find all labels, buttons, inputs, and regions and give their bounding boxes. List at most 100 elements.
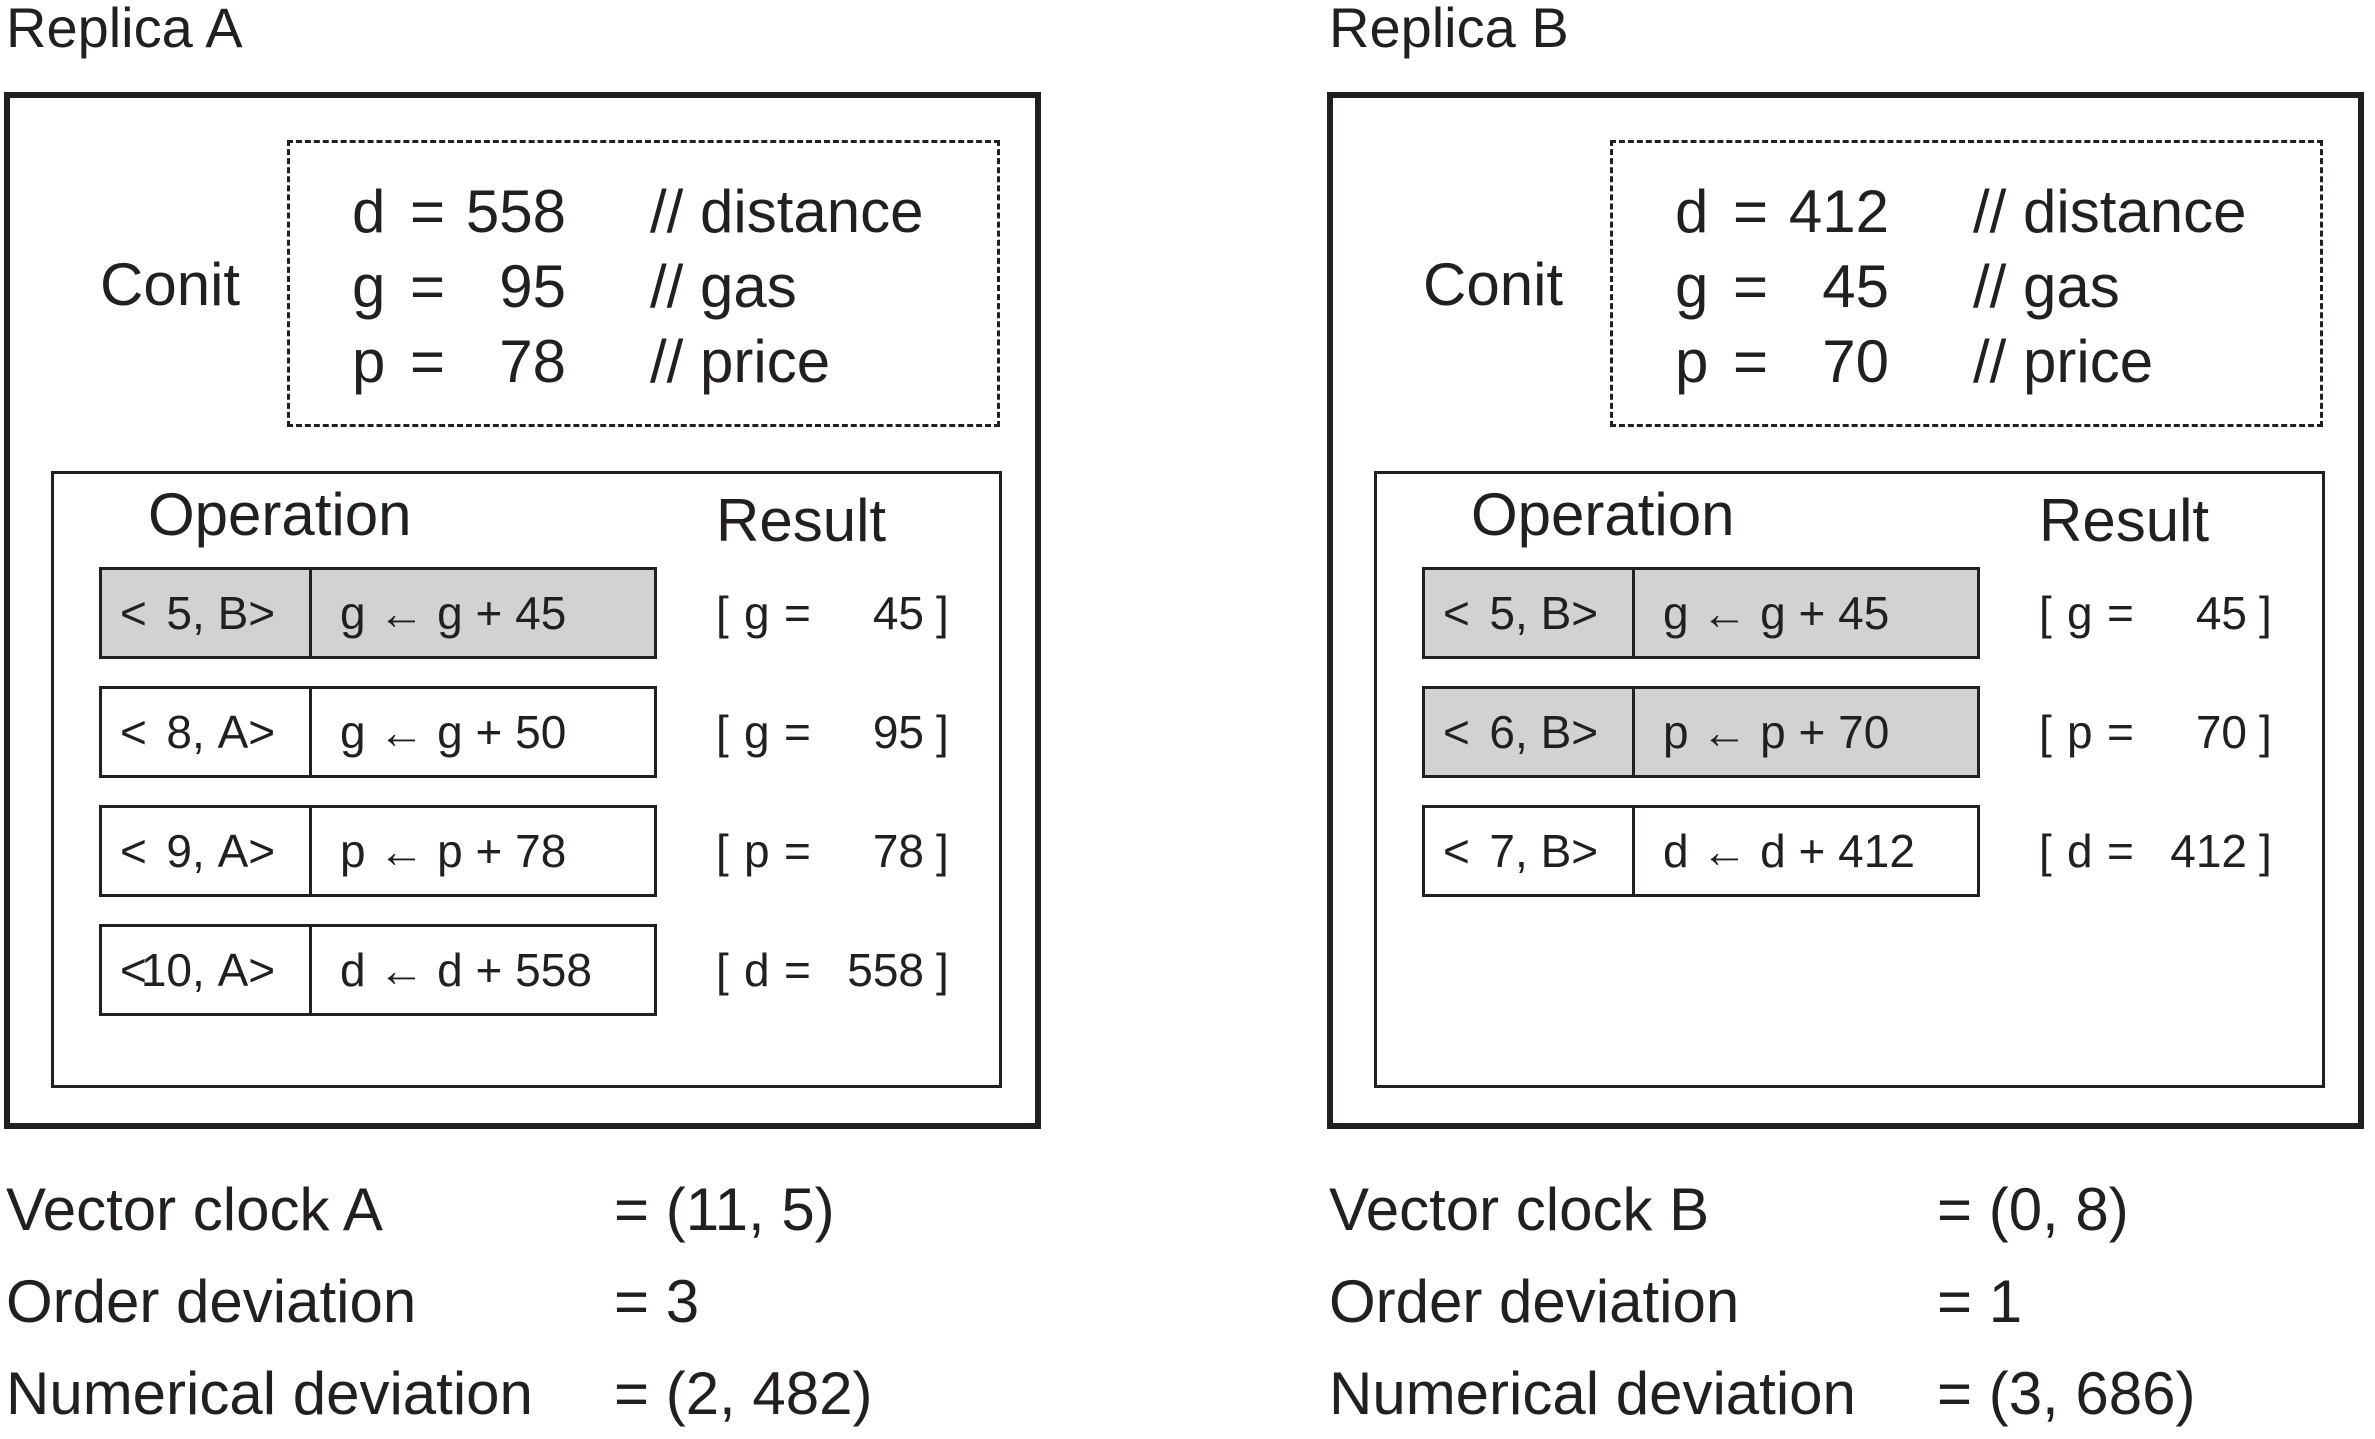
replica-b-conit-box: d = 412 // distance g = 45 // gas p = 70… xyxy=(1610,140,2323,427)
operation-expression: p ← p + 78 xyxy=(309,805,657,897)
conit-var-value: 558 xyxy=(465,178,566,245)
result-value: 78 xyxy=(872,825,924,877)
replica-b-title: Replica B xyxy=(1329,0,1569,59)
stat-label: Vector clock A xyxy=(6,1176,383,1243)
result-value: 70 xyxy=(2195,706,2247,758)
replica-a-panel: Replica A Conit d = 558 // distance g = … xyxy=(0,0,1060,1433)
timestamp-number: 7 xyxy=(1489,825,1515,877)
operation-timestamp: < 9 , A> xyxy=(99,805,312,897)
operation-row: < 7 , B> d ← d + 412 xyxy=(1422,805,1980,897)
conit-var-value: 45 xyxy=(1822,253,1889,320)
result-value: 412 xyxy=(2170,825,2247,877)
operation-result: [ p = 78 ] xyxy=(716,805,956,897)
timestamp-site-id: A xyxy=(217,706,249,758)
replica-a-operations-box: Operation Result < 5 , B> g ← g + 45 [ g… xyxy=(51,471,1002,1088)
conit-equals: = xyxy=(410,178,446,245)
operation-row: < 8 , A> g ← g + 50 xyxy=(99,686,657,778)
timestamp-site-id: B xyxy=(1540,587,1572,639)
result-value: 45 xyxy=(872,587,924,639)
conit-var-name: g xyxy=(1675,253,1709,320)
result-value: 45 xyxy=(2195,587,2247,639)
operation-row: < 5 , B> g ← g + 45 xyxy=(99,567,657,659)
stat-label: Numerical deviation xyxy=(6,1360,533,1427)
stat-label: Numerical deviation xyxy=(1329,1360,1856,1427)
operation-header: Operation xyxy=(1471,481,1735,548)
operation-row: < 5 , B> g ← g + 45 xyxy=(1422,567,1980,659)
conit-var-value: 412 xyxy=(1788,178,1889,245)
result-header: Result xyxy=(2039,487,2210,554)
conit-equals: = xyxy=(1733,253,1769,320)
replica-b-panel: Replica B Conit d = 412 // distance g = … xyxy=(1323,0,2375,1433)
stat-value: = (2, 482) xyxy=(614,1360,873,1427)
conit-var-value: 95 xyxy=(499,253,566,320)
conit-var-comment: // distance xyxy=(1973,178,2247,245)
conit-equals: = xyxy=(1733,328,1769,395)
timestamp-number: 5 xyxy=(1489,587,1515,639)
conit-var-comment: // price xyxy=(650,328,831,395)
conit-var-comment: // gas xyxy=(1973,253,2120,320)
conit-var-name: p xyxy=(1675,328,1709,395)
result-var: p xyxy=(744,825,770,877)
operation-result: [ d = 558 ] xyxy=(716,924,956,1016)
timestamp-number: 6 xyxy=(1489,706,1515,758)
timestamp-site-id: A xyxy=(217,825,249,877)
timestamp-site-id: B xyxy=(217,587,249,639)
conit-var-comment: // price xyxy=(1973,328,2154,395)
conit-equals: = xyxy=(1733,178,1769,245)
operation-row: < 6 , B> p ← p + 70 xyxy=(1422,686,1980,778)
operation-result: [ g = 45 ] xyxy=(716,567,956,659)
stat-value: = 1 xyxy=(1937,1268,2023,1335)
result-var: p xyxy=(2067,706,2093,758)
replica-a-box xyxy=(4,92,1041,1129)
stat-value: = (0, 8) xyxy=(1937,1176,2129,1243)
conit-var-comment: // distance xyxy=(650,178,924,245)
operation-expression: g ← g + 45 xyxy=(1632,567,1980,659)
replica-a-title: Replica A xyxy=(6,0,243,59)
operation-timestamp: < 5 , B> xyxy=(99,567,312,659)
timestamp-number: 8 xyxy=(166,706,192,758)
operation-timestamp: < 6 , B> xyxy=(1422,686,1635,778)
timestamp-site-id: B xyxy=(1540,825,1572,877)
timestamp-number: 10 xyxy=(140,944,192,996)
replica-b-operations-box: Operation Result < 5 , B> g ← g + 45 [ g… xyxy=(1374,471,2325,1088)
conit-var-name: g xyxy=(352,253,386,320)
operation-result: [ d = 412 ] xyxy=(2039,805,2279,897)
conit-var-value: 78 xyxy=(499,328,566,395)
replica-a-conit-box: d = 558 // distance g = 95 // gas p = 78… xyxy=(287,140,1000,427)
operation-expression: g ← g + 45 xyxy=(309,567,657,659)
timestamp-site-id: B xyxy=(1540,706,1572,758)
operation-header: Operation xyxy=(148,481,412,548)
replica-b-box xyxy=(1327,92,2364,1129)
result-var: g xyxy=(744,587,770,639)
timestamp-site: , B> xyxy=(192,587,276,639)
result-var: d xyxy=(2067,825,2093,877)
operation-timestamp: < 10 , A> xyxy=(99,924,312,1016)
conit-var-name: d xyxy=(1675,178,1709,245)
timestamp-number: 5 xyxy=(166,587,192,639)
replica-b-conit-label: Conit xyxy=(1423,251,1564,318)
conit-var-comment: // gas xyxy=(650,253,797,320)
operation-timestamp: < 7 , B> xyxy=(1422,805,1635,897)
operation-timestamp: < 5 , B> xyxy=(1422,567,1635,659)
operation-timestamp: < 8 , A> xyxy=(99,686,312,778)
stat-value: = 3 xyxy=(614,1268,700,1335)
conit-equals: = xyxy=(410,253,446,320)
conit-var-value: 70 xyxy=(1822,328,1889,395)
conit-equals: = xyxy=(410,328,446,395)
result-value: 558 xyxy=(847,944,924,996)
operation-expression: d ← d + 412 xyxy=(1632,805,1980,897)
conit-var-name: p xyxy=(352,328,386,395)
operation-row: < 9 , A> p ← p + 78 xyxy=(99,805,657,897)
result-var: g xyxy=(744,706,770,758)
operation-expression: p ← p + 70 xyxy=(1632,686,1980,778)
timestamp-open-bracket: < xyxy=(120,587,147,639)
result-var: g xyxy=(2067,587,2093,639)
replica-a-conit-label: Conit xyxy=(100,251,241,318)
stat-value: = (3, 686) xyxy=(1937,1360,2196,1427)
operation-result: [ g = 45 ] xyxy=(2039,567,2279,659)
operation-result: [ p = 70 ] xyxy=(2039,686,2279,778)
stat-label: Order deviation xyxy=(6,1268,417,1335)
result-var: d xyxy=(744,944,770,996)
stat-label: Vector clock B xyxy=(1329,1176,1710,1243)
stat-value: = (11, 5) xyxy=(614,1176,835,1243)
